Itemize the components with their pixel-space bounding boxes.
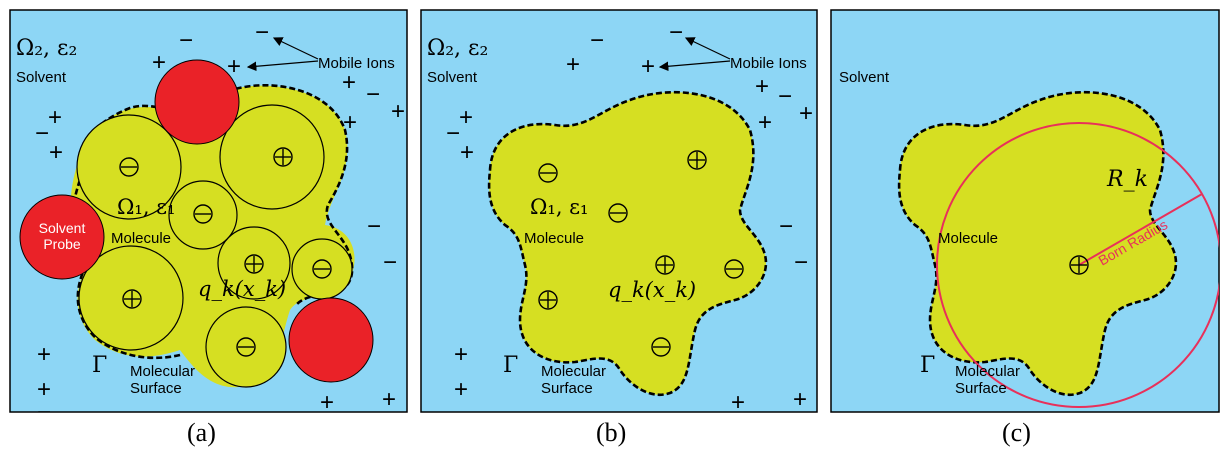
plus-charge-icon xyxy=(122,289,142,309)
svg-text:−: − xyxy=(255,19,269,46)
caption-b: (b) xyxy=(596,418,627,447)
mobile-ions-label-b: Mobile Ions xyxy=(730,55,807,72)
molecule-label-c: Molecule xyxy=(938,230,998,247)
charge-label-a: q_k(x_k) xyxy=(198,277,286,301)
caption-c: (c) xyxy=(1002,418,1031,447)
plus-charge-icon xyxy=(538,290,558,310)
svg-text:−: − xyxy=(383,249,397,276)
solvent-probe-top xyxy=(154,59,240,145)
minus-charge-icon xyxy=(538,163,558,183)
region-molecule-label-b: Ω₁, ε₁ xyxy=(530,195,588,219)
plus-charge-icon xyxy=(655,255,675,275)
minus-charge-icon xyxy=(724,259,744,279)
svg-text:+: + xyxy=(152,49,166,76)
solvent-probe-bottom xyxy=(288,297,374,383)
atom-circle-6 xyxy=(78,245,184,351)
solvent-label-b: Solvent xyxy=(427,69,478,86)
radius-label-c: R_k xyxy=(1106,167,1148,192)
surface-label-b-line1: Molecular xyxy=(541,363,606,380)
svg-text:−: − xyxy=(446,120,460,147)
molecule-label-b: Molecule xyxy=(524,230,584,247)
svg-text:+: + xyxy=(566,51,580,78)
molecule-label-a: Molecule xyxy=(111,230,171,247)
probe-label-line2: Probe xyxy=(43,236,81,252)
atom-circle-3 xyxy=(168,180,238,250)
svg-text:+: + xyxy=(731,389,745,416)
svg-text:+: + xyxy=(227,53,241,80)
svg-text:−: − xyxy=(35,120,49,147)
region-molecule-label-a: Ω₁, ε₁ xyxy=(117,195,175,219)
gamma-label-c: Γ xyxy=(920,353,935,378)
svg-text:−: − xyxy=(179,27,193,54)
svg-text:+: + xyxy=(320,389,334,416)
region-solvent-label-b: Ω₂, ε₂ xyxy=(427,36,488,61)
svg-text:+: + xyxy=(641,53,655,80)
svg-text:+: + xyxy=(799,100,813,127)
surface-label-c-line1: Molecular xyxy=(955,363,1020,380)
atom-charges-a xyxy=(119,147,332,357)
svg-text:+: + xyxy=(343,109,357,136)
born-radius-line xyxy=(1078,193,1203,266)
minus-charge-icon xyxy=(651,337,671,357)
svg-text:+: + xyxy=(454,341,468,368)
plus-charge-icon xyxy=(1069,255,1089,275)
minus-charge-icon xyxy=(312,259,332,279)
gamma-label-b: Γ xyxy=(503,353,518,378)
svg-text:+: + xyxy=(459,104,473,131)
svg-text:+: + xyxy=(49,139,63,166)
mobile-ions-label-a: Mobile Ions xyxy=(318,55,395,72)
atom-circle-2 xyxy=(219,104,325,210)
mobile-ions-a: −− ++ +− +−+ ++ −− ++ ++ − xyxy=(35,19,405,426)
svg-text:+: + xyxy=(48,104,62,131)
molecular-surface-c xyxy=(897,90,1178,396)
born-radius-circle xyxy=(936,122,1219,408)
atom-charges-b xyxy=(538,150,744,357)
surface-label-c-line2: Surface xyxy=(955,380,1007,397)
plus-charge-icon xyxy=(687,150,707,170)
plus-charge-icon xyxy=(273,147,293,167)
svg-text:+: + xyxy=(755,73,769,100)
svg-text:−: − xyxy=(669,19,683,46)
panel-b: −− ++ +− +−+ ++ −− ++ ++ Ω₂, ε₂ Solvent … xyxy=(420,9,818,416)
gamma-label-a: Γ xyxy=(92,353,107,378)
svg-text:−: − xyxy=(779,213,793,240)
svg-text:+: + xyxy=(342,69,356,96)
solvent-label-a: Solvent xyxy=(16,69,67,86)
svg-text:+: + xyxy=(37,341,51,368)
minus-charge-icon xyxy=(193,204,213,224)
svg-text:+: + xyxy=(382,386,396,413)
svg-text:+: + xyxy=(758,109,772,136)
caption-a: (a) xyxy=(187,418,216,447)
mobile-ions-b: −− ++ +− +−+ ++ −− ++ ++ xyxy=(446,19,813,416)
mobile-ions-arrows-b xyxy=(658,37,731,72)
svg-text:−: − xyxy=(37,399,51,426)
svg-text:+: + xyxy=(37,376,51,403)
plus-charge-icon xyxy=(244,254,264,274)
charge-label-b: q_k(x_k) xyxy=(608,278,696,302)
panel-c: Born Radius R_k Solvent Molecule Γ Molec… xyxy=(830,9,1220,413)
svg-text:−: − xyxy=(778,83,792,110)
svg-text:+: + xyxy=(460,139,474,166)
minus-charge-icon xyxy=(608,203,628,223)
surface-label-a-line2: Surface xyxy=(130,380,182,397)
solvent-label-c: Solvent xyxy=(839,69,890,86)
panel-a: −− ++ +− +−+ ++ −− ++ ++ − Ω₂, ε₂ Solven… xyxy=(9,9,408,426)
solvent-probe-left xyxy=(19,194,105,280)
svg-text:+: + xyxy=(391,98,405,125)
svg-text:−: − xyxy=(590,27,604,54)
minus-charge-icon xyxy=(236,337,256,357)
minus-charge-icon xyxy=(119,157,139,177)
surface-label-b-line2: Surface xyxy=(541,380,593,397)
region-solvent-label-a: Ω₂, ε₂ xyxy=(16,36,77,61)
svg-text:+: + xyxy=(793,386,807,413)
svg-text:−: − xyxy=(366,81,380,108)
surface-label-a-line1: Molecular xyxy=(130,363,195,380)
probe-label-line1: Solvent xyxy=(39,220,86,236)
mobile-ions-arrows-a xyxy=(246,37,319,72)
svg-text:−: − xyxy=(794,249,808,276)
svg-text:−: − xyxy=(367,213,381,240)
svg-text:+: + xyxy=(454,376,468,403)
